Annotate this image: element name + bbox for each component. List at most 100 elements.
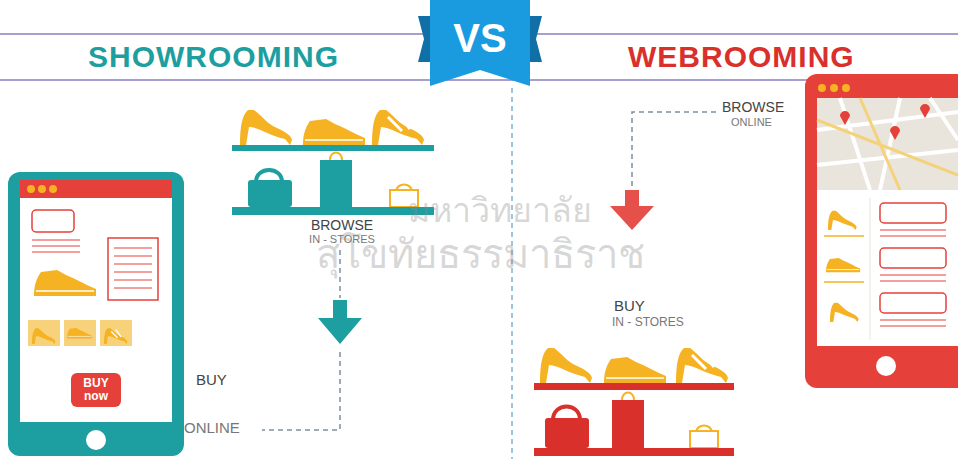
left-phone-part	[28, 320, 60, 346]
right-phone-part	[817, 98, 958, 190]
showrooming-flow-part	[262, 352, 340, 430]
left-phone-part	[32, 252, 80, 253]
right-phone-part	[880, 230, 946, 231]
step-label: BROWSE	[311, 218, 373, 233]
webrooming-flow-part	[610, 206, 654, 230]
left-shelves-part	[320, 160, 352, 207]
showrooming-flow-part	[333, 300, 347, 318]
left-phone-part	[8, 172, 184, 456]
right-shelves-part	[690, 431, 718, 448]
buy-button: BUY now	[71, 373, 121, 406]
showrooming-flow	[262, 250, 362, 430]
right-shelves	[534, 348, 734, 456]
right-phone-part	[880, 236, 946, 237]
right-shelves-part	[545, 418, 589, 448]
left-phone-part	[86, 430, 106, 450]
left-shelves	[232, 110, 434, 215]
vs-ribbon-part	[418, 16, 432, 62]
left-shelves-part	[232, 207, 434, 215]
step-sublabel: ONLINE	[731, 116, 772, 128]
right-phone-part	[876, 356, 896, 376]
right-phone-part	[818, 84, 826, 92]
left-phone-part	[32, 328, 55, 344]
left-phone-part	[114, 248, 152, 249]
webrooming-flow	[610, 112, 716, 230]
right-phone-part	[842, 84, 850, 92]
left-shelves-part	[303, 119, 365, 145]
left-phone-part	[114, 264, 152, 265]
right-phone-part	[880, 326, 946, 327]
right-phone-part	[830, 84, 838, 92]
left-shelves-part	[240, 110, 292, 145]
left-phone-part	[32, 246, 80, 247]
left-phone-part	[114, 288, 152, 289]
right-phone-part	[880, 320, 946, 321]
node-text: VS	[453, 17, 506, 59]
watermark: สุโขทัยธรรมาธิราช	[316, 232, 645, 276]
right-phone-part	[880, 281, 946, 282]
right-shelves-part	[534, 383, 734, 390]
right-phone-part	[824, 235, 864, 237]
showrooming-flow-part	[318, 318, 362, 344]
right-shelves-part	[553, 407, 580, 421]
vs-ribbon-part	[430, 0, 530, 86]
left-phone-part	[34, 270, 96, 296]
vs-ribbon	[418, 0, 542, 86]
right-phone-part	[880, 275, 946, 276]
left-phone-part	[32, 240, 80, 241]
right-phone-part	[805, 74, 958, 388]
right-phone-part	[830, 303, 859, 322]
left-phone-part	[38, 185, 46, 193]
right-shelves-part	[676, 348, 728, 383]
left-phone-part	[67, 328, 92, 338]
left-phone-part	[27, 185, 35, 193]
right-phone-part	[880, 293, 946, 313]
step-sublabel: IN - STORES	[612, 316, 684, 329]
right-shelves-part	[540, 348, 592, 383]
step-label: BUY	[614, 298, 645, 315]
step-sublabel: ONLINE	[184, 420, 240, 437]
vs-badge: VS	[430, 6, 530, 70]
right-phone-part	[828, 211, 857, 230]
left-phone-part	[114, 272, 152, 273]
webrooming-flow-part	[632, 112, 716, 188]
left-phone-part	[108, 238, 158, 300]
right-phone-part	[870, 198, 871, 340]
webrooming-flow-part	[625, 190, 639, 206]
section-heading: SHOWROOMING	[88, 40, 339, 73]
right-phone-part	[826, 258, 860, 272]
watermark: มหาวิทยาลัย	[408, 192, 592, 229]
right-phone-part	[840, 104, 930, 140]
right-shelves-part	[604, 357, 666, 383]
left-shelves-part	[232, 145, 434, 151]
right-phone-part	[880, 248, 946, 268]
left-phone	[8, 172, 184, 456]
left-phone-part	[20, 180, 172, 198]
left-phone-part	[64, 320, 96, 346]
step-label: BROWSE	[722, 100, 784, 115]
section-heading: WEBROOMING	[628, 40, 855, 73]
node-text: BUY now	[79, 377, 113, 402]
left-phone-part	[114, 280, 152, 281]
vs-ribbon-part	[528, 16, 542, 62]
left-phone-part	[32, 210, 74, 232]
right-phone-part	[824, 281, 864, 283]
left-phone-part	[49, 185, 57, 193]
left-phone-part	[20, 198, 172, 422]
left-phone-part	[114, 256, 152, 257]
right-shelves-part	[612, 400, 644, 448]
right-phone-part	[817, 98, 958, 190]
right-shelves-part	[622, 393, 634, 401]
right-phone-part	[880, 203, 946, 223]
step-label: BUY	[196, 372, 227, 389]
left-shelves-part	[372, 110, 424, 145]
left-phone-part	[104, 328, 127, 344]
left-phone-part	[100, 320, 132, 346]
right-phone	[805, 74, 958, 388]
right-phone-part	[817, 98, 958, 346]
left-shelves-part	[248, 180, 292, 207]
right-phone-part	[817, 98, 958, 190]
left-shelves-part	[330, 153, 342, 161]
right-shelves-part	[534, 448, 734, 456]
